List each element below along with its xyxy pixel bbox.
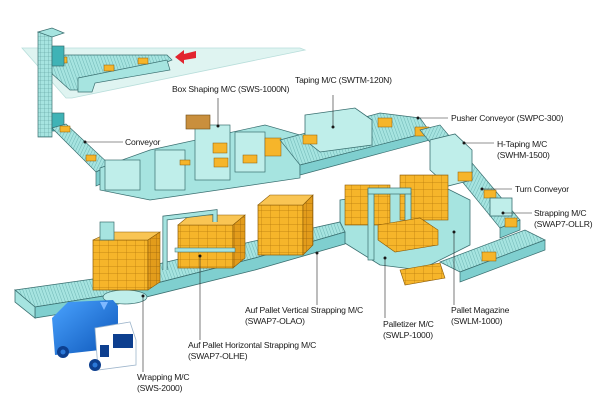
label-wrapping: Wrapping M/C (SWS-2000)	[137, 372, 190, 393]
label-line: (SWS-2000)	[137, 382, 183, 393]
upper-conveyor	[49, 54, 173, 93]
label-line: Strapping M/C	[534, 208, 587, 218]
leader-lines	[83, 95, 532, 372]
label-line: Taping M/C (SWTM-120N)	[295, 75, 392, 85]
label-taping: Taping M/C (SWTM-120N)	[295, 75, 392, 86]
label-line: (SWLP-1000)	[383, 329, 433, 340]
delivery-truck-icon	[52, 300, 137, 371]
box-shaping-machines	[99, 114, 301, 201]
label-line: Conveyor	[125, 137, 161, 147]
label-pusher-conveyor: Pusher Conveyor (SWPC-300)	[451, 113, 563, 124]
label-line: Auf Pallet Horizontal Strapping M/C	[188, 340, 317, 350]
label-line: (SWAP7-OLAO)	[245, 315, 305, 326]
arrow-left-icon	[175, 50, 196, 64]
label-conveyor: Conveyor	[125, 137, 160, 148]
box	[103, 64, 115, 72]
label-h-taping: H-Taping M/C (SWHM-1500)	[497, 139, 550, 160]
label-line: (SWAP7-OLLR)	[534, 218, 593, 229]
label-line: Palletizer M/C	[383, 319, 434, 329]
palletizer-area	[339, 174, 546, 286]
label-line: (SWLM-1000)	[451, 315, 503, 326]
label-line: Pusher Conveyor (SWPC-300)	[451, 113, 564, 123]
label-line: (SWAP7-OLHE)	[188, 350, 248, 361]
label-box-shaping: Box Shaping M/C (SWS-1000N)	[172, 84, 290, 95]
label-line: (SWHM-1500)	[497, 149, 550, 160]
pallet-load-wrapping	[92, 221, 161, 291]
label-line: Pallet Magazine	[451, 305, 510, 315]
pallet-load-horizontal-strapping	[162, 209, 246, 270]
label-line: Box Shaping M/C (SWS-1000N)	[172, 84, 290, 94]
pallet-load-vertical-strapping	[257, 194, 314, 256]
label-line: Turn Conveyor	[515, 184, 569, 194]
label-turn-conveyor: Turn Conveyor	[515, 184, 569, 195]
upper-loop-conveyor	[279, 107, 521, 239]
label-strapping: Strapping M/C (SWAP7-OLLR)	[534, 208, 593, 229]
lift-tower	[36, 27, 65, 138]
label-line: H-Taping M/C	[497, 139, 548, 149]
label-line: Auf Pallet Vertical Strapping M/C	[245, 305, 364, 315]
label-horizontal-strapping: Auf Pallet Horizontal Strapping M/C (SWA…	[188, 340, 316, 361]
label-vertical-strapping: Auf Pallet Vertical Strapping M/C (SWAP7…	[245, 305, 363, 326]
box	[137, 57, 149, 65]
label-pallet-magazine: Pallet Magazine (SWLM-1000)	[451, 305, 509, 326]
label-palletizer: Palletizer M/C (SWLP-1000)	[383, 319, 434, 340]
label-line: Wrapping M/C	[137, 372, 190, 382]
